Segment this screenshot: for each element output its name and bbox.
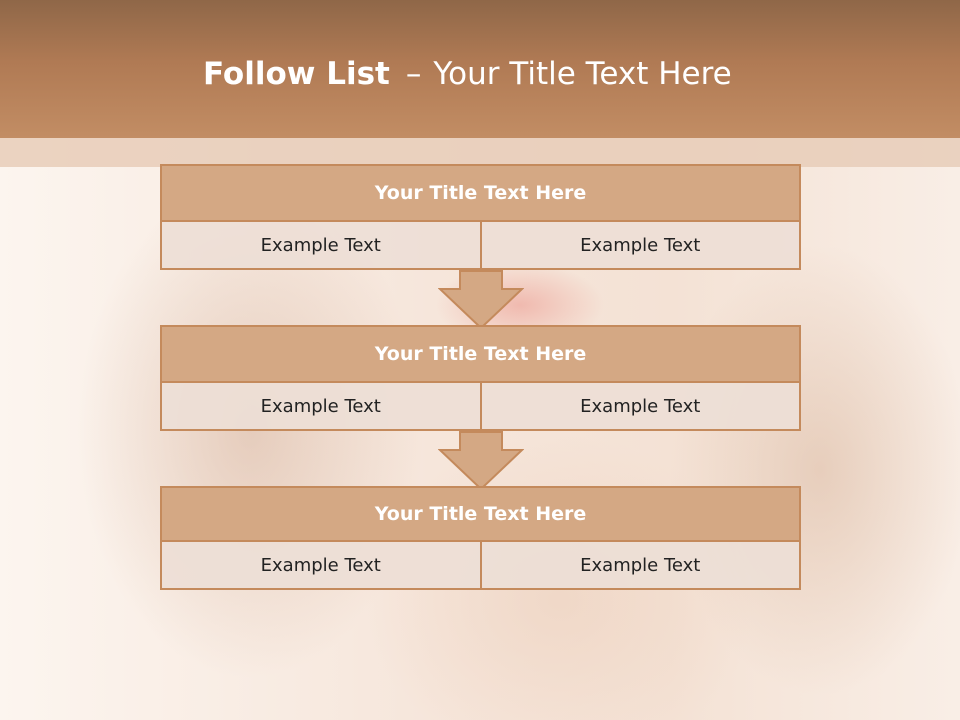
slide-title-rest: Your Title Text Here — [433, 56, 732, 92]
list-block-1: Your Title Text Here Example Text Exampl… — [160, 164, 801, 270]
block-cells: Example Text Example Text — [162, 383, 799, 429]
down-arrow-icon — [438, 270, 524, 330]
block-cell-right: Example Text — [479, 222, 800, 268]
block-title: Your Title Text Here — [162, 166, 799, 222]
block-cell-right: Example Text — [479, 383, 800, 429]
list-block-2: Your Title Text Here Example Text Exampl… — [160, 325, 801, 431]
block-cell-left: Example Text — [260, 395, 381, 417]
block-cells: Example Text Example Text — [162, 222, 799, 268]
list-block-3: Your Title Text Here Example Text Exampl… — [160, 486, 801, 590]
block-cell-right: Example Text — [479, 542, 800, 588]
block-title: Your Title Text Here — [162, 327, 799, 383]
slide-title: Follow List–Your Title Text Here — [203, 56, 732, 98]
block-cell-left: Example Text — [260, 234, 381, 256]
down-arrow-icon — [438, 431, 524, 491]
slide-title-dash: – — [405, 56, 422, 92]
header-band — [0, 0, 960, 138]
header-strip — [0, 138, 960, 167]
slide-title-bold: Follow List — [203, 56, 390, 92]
block-cell-left: Example Text — [260, 554, 381, 576]
block-cells: Example Text Example Text — [162, 542, 799, 588]
block-title: Your Title Text Here — [162, 488, 799, 542]
